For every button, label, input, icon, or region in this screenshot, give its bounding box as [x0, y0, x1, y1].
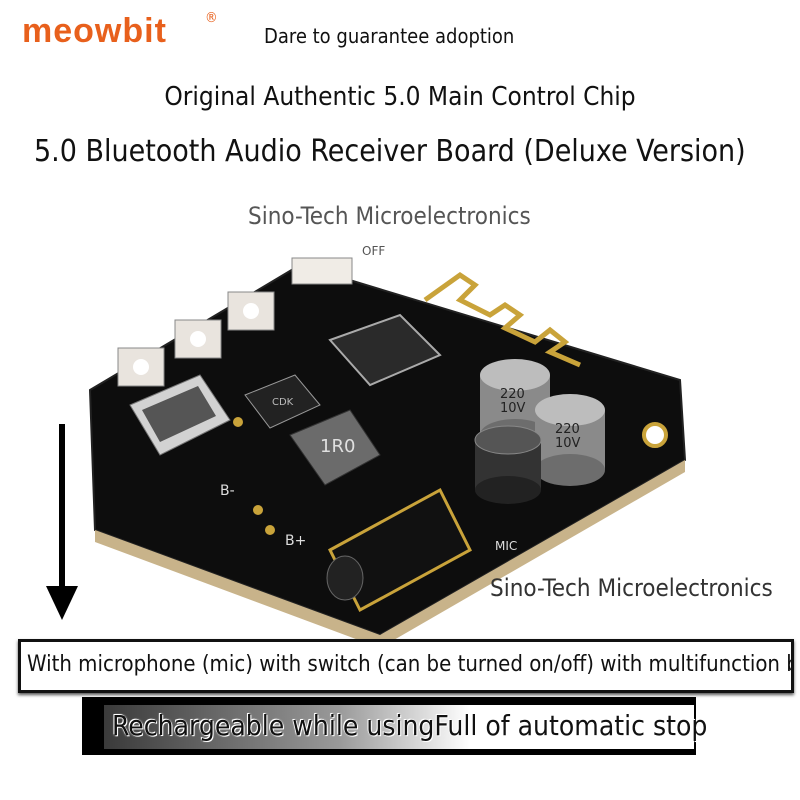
feature-band: With microphone (mic) with switch (can b…	[18, 639, 794, 693]
main-chip	[328, 313, 442, 387]
product-title: 5.0 Bluetooth Audio Receiver Board (Delu…	[34, 134, 746, 169]
down-arrow-icon	[46, 424, 78, 620]
pad-label-off: OFF	[362, 244, 385, 258]
cap1-value: 220	[500, 387, 525, 402]
pad-label-b-minus: B-	[220, 483, 235, 499]
watermark-top: Sino-Tech Microelectronics	[248, 202, 531, 230]
inductor: 1R0	[289, 409, 381, 486]
feature-band-text: With microphone (mic) with switch (can b…	[27, 652, 794, 677]
solder-pad	[253, 505, 263, 515]
solder-pad	[233, 417, 243, 427]
charging-band-text: Rechargeable while usingFull of automati…	[112, 709, 708, 742]
pad-label-mic: MIC	[495, 539, 517, 553]
inductor-label: 1R0	[320, 436, 355, 457]
cdk-chip-label: CDK	[272, 397, 294, 408]
cap1-voltage: 10V	[500, 401, 526, 416]
electrolytic-capacitor-2: 220 10V	[535, 394, 605, 486]
brand-logo: meowbit	[22, 12, 167, 50]
bluetooth-audio-board-image: CDK 1R0 220 10V 220 10V B- B+ MIC OFF	[88, 244, 687, 648]
solder-pad	[265, 525, 275, 535]
micro-usb-port	[129, 374, 231, 456]
tact-buttons	[117, 291, 275, 387]
microphone	[474, 425, 542, 504]
power-switch	[291, 257, 353, 285]
charging-band: Rechargeable while usingFull of automati…	[82, 697, 707, 755]
pad-label-b-plus: B+	[285, 533, 306, 549]
watermark-bottom: Sino-Tech Microelectronics	[490, 574, 773, 602]
mount-hole	[642, 422, 668, 448]
antenna-trace	[423, 271, 581, 368]
slogan-text: Dare to guarantee adoption	[264, 24, 515, 48]
chip-headline: Original Authentic 5.0 Main Control Chip	[164, 82, 636, 112]
cdk-chip	[244, 374, 321, 429]
cap2-value: 220	[555, 422, 580, 437]
registered-mark: ®	[205, 10, 218, 26]
audio-jack	[326, 487, 472, 613]
cap2-voltage: 10V	[555, 436, 581, 451]
charging-band-fill: Rechargeable while usingFull of automati…	[104, 705, 707, 749]
